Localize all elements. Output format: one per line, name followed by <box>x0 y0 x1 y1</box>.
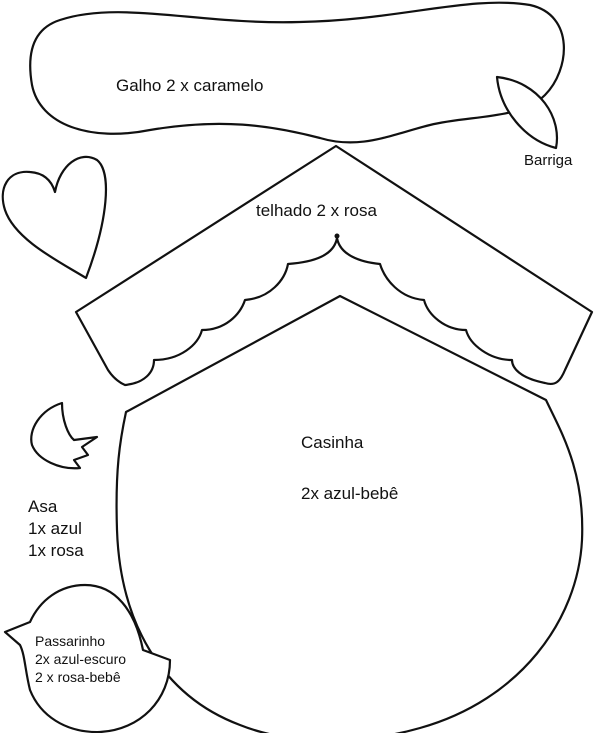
casinha-quantity: 2x azul-bebê <box>301 484 399 503</box>
asa-quantity-1: 1x azul <box>28 519 82 538</box>
passarinho-shape <box>3 583 172 733</box>
asa-quantity-2: 1x rosa <box>28 541 84 560</box>
casinha-label: Casinha <box>301 433 364 452</box>
passarinho-label-block: Passarinho 2x azul-escuro 2 x rosa-bebê <box>35 632 126 686</box>
casinha-shape <box>115 294 584 733</box>
galho-shape <box>29 1 565 144</box>
asa-shape <box>30 401 99 470</box>
heart-shape <box>1 155 108 280</box>
barriga-shape <box>495 75 559 150</box>
galho-label: Galho 2 x caramelo <box>116 76 264 95</box>
asa-label: Asa <box>28 497 58 516</box>
telhado-center-mark <box>334 233 340 239</box>
telhado-label: telhado 2 x rosa <box>256 201 377 220</box>
asa-label-block: Asa 1x azul 1x rosa <box>28 496 84 562</box>
barriga-label: Barriga <box>524 152 573 169</box>
passarinho-quantity-2: 2 x rosa-bebê <box>35 669 121 685</box>
passarinho-label: Passarinho <box>35 633 106 649</box>
passarinho-quantity-1: 2x azul-escuro <box>35 651 127 667</box>
